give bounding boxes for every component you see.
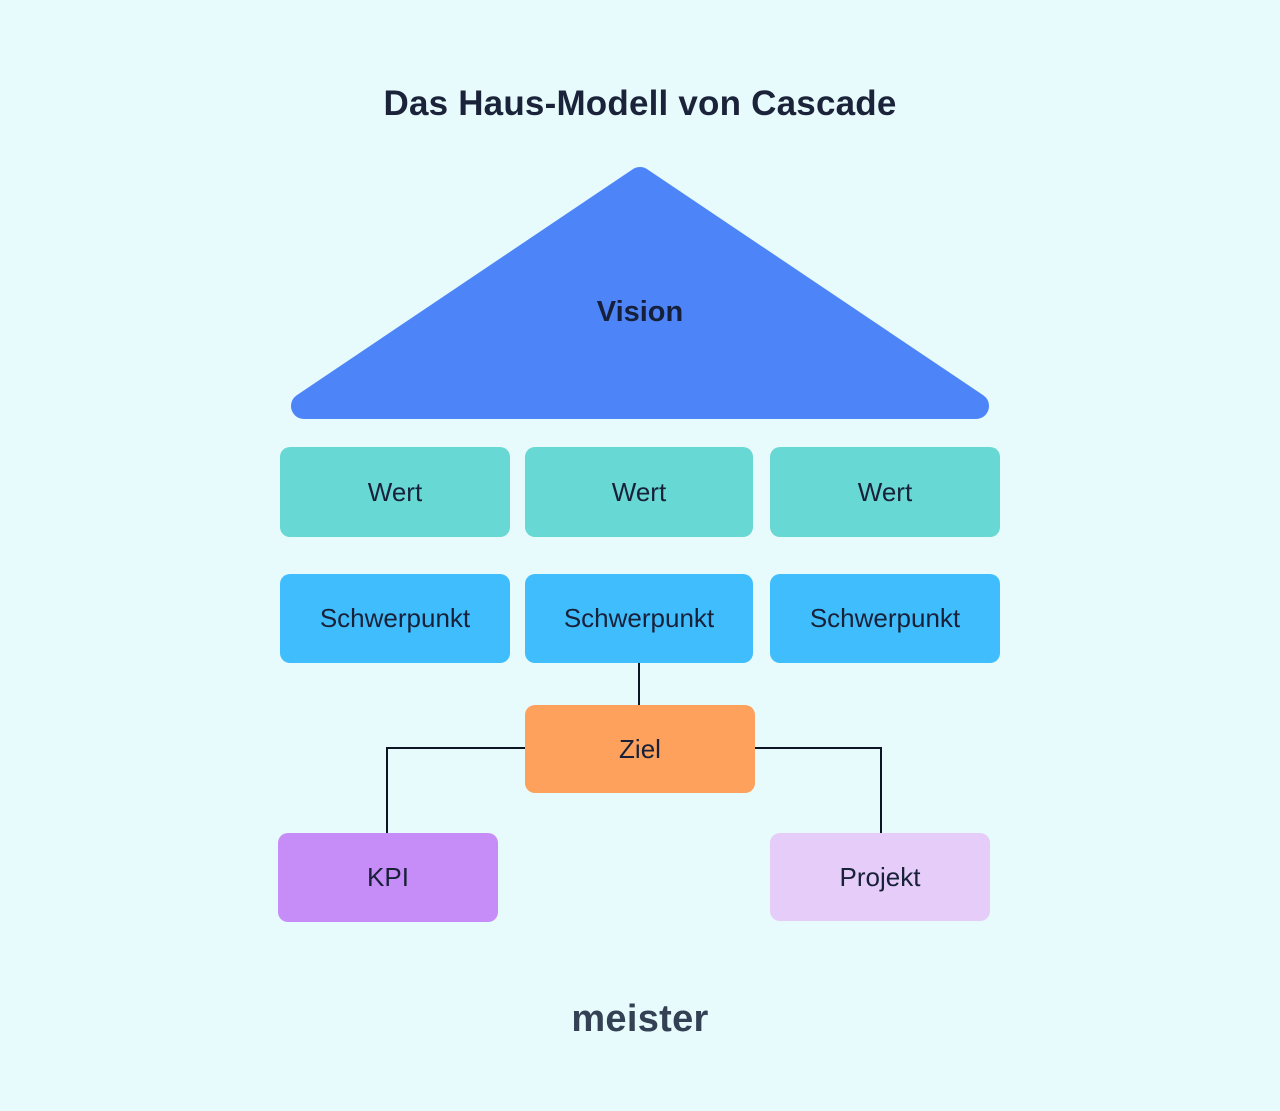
connector-ziel-projekt-vertical [880, 747, 882, 833]
projekt-node: Projekt [770, 833, 990, 921]
schwerpunkt-label-1: Schwerpunkt [319, 603, 471, 633]
wert-label-2: Wert [611, 476, 667, 507]
roof-triangle [291, 167, 989, 419]
wert-node-2: Wert [525, 447, 753, 537]
connector-schwerpunkt-ziel [638, 663, 640, 705]
wert-label-3: Wert [857, 476, 913, 507]
projekt-label: Projekt [839, 861, 921, 892]
schwerpunkt-node-3: Schwerpunkt [770, 574, 1000, 663]
schwerpunkt-node-2: Schwerpunkt [525, 574, 753, 663]
vision-label: Vision [596, 296, 684, 328]
ziel-label: Ziel [619, 733, 661, 764]
wert-node-1: Wert [280, 447, 510, 537]
kpi-node: KPI [278, 833, 498, 922]
connector-ziel-kpi-horizontal [386, 747, 525, 749]
ziel-node: Ziel [525, 705, 755, 793]
page-title: Das Haus-Modell von Cascade [383, 84, 897, 123]
schwerpunkt-node-1: Schwerpunkt [280, 574, 510, 663]
roof-shape [291, 167, 989, 419]
schwerpunkt-label-3: Schwerpunkt [809, 603, 961, 633]
meister-logo: meister [571, 998, 709, 1040]
wert-label-1: Wert [367, 476, 423, 507]
connector-ziel-kpi-vertical [386, 747, 388, 833]
wert-node-3: Wert [770, 447, 1000, 537]
connector-ziel-projekt-horizontal [755, 747, 882, 749]
kpi-label: KPI [367, 862, 409, 892]
schwerpunkt-label-2: Schwerpunkt [563, 603, 715, 633]
